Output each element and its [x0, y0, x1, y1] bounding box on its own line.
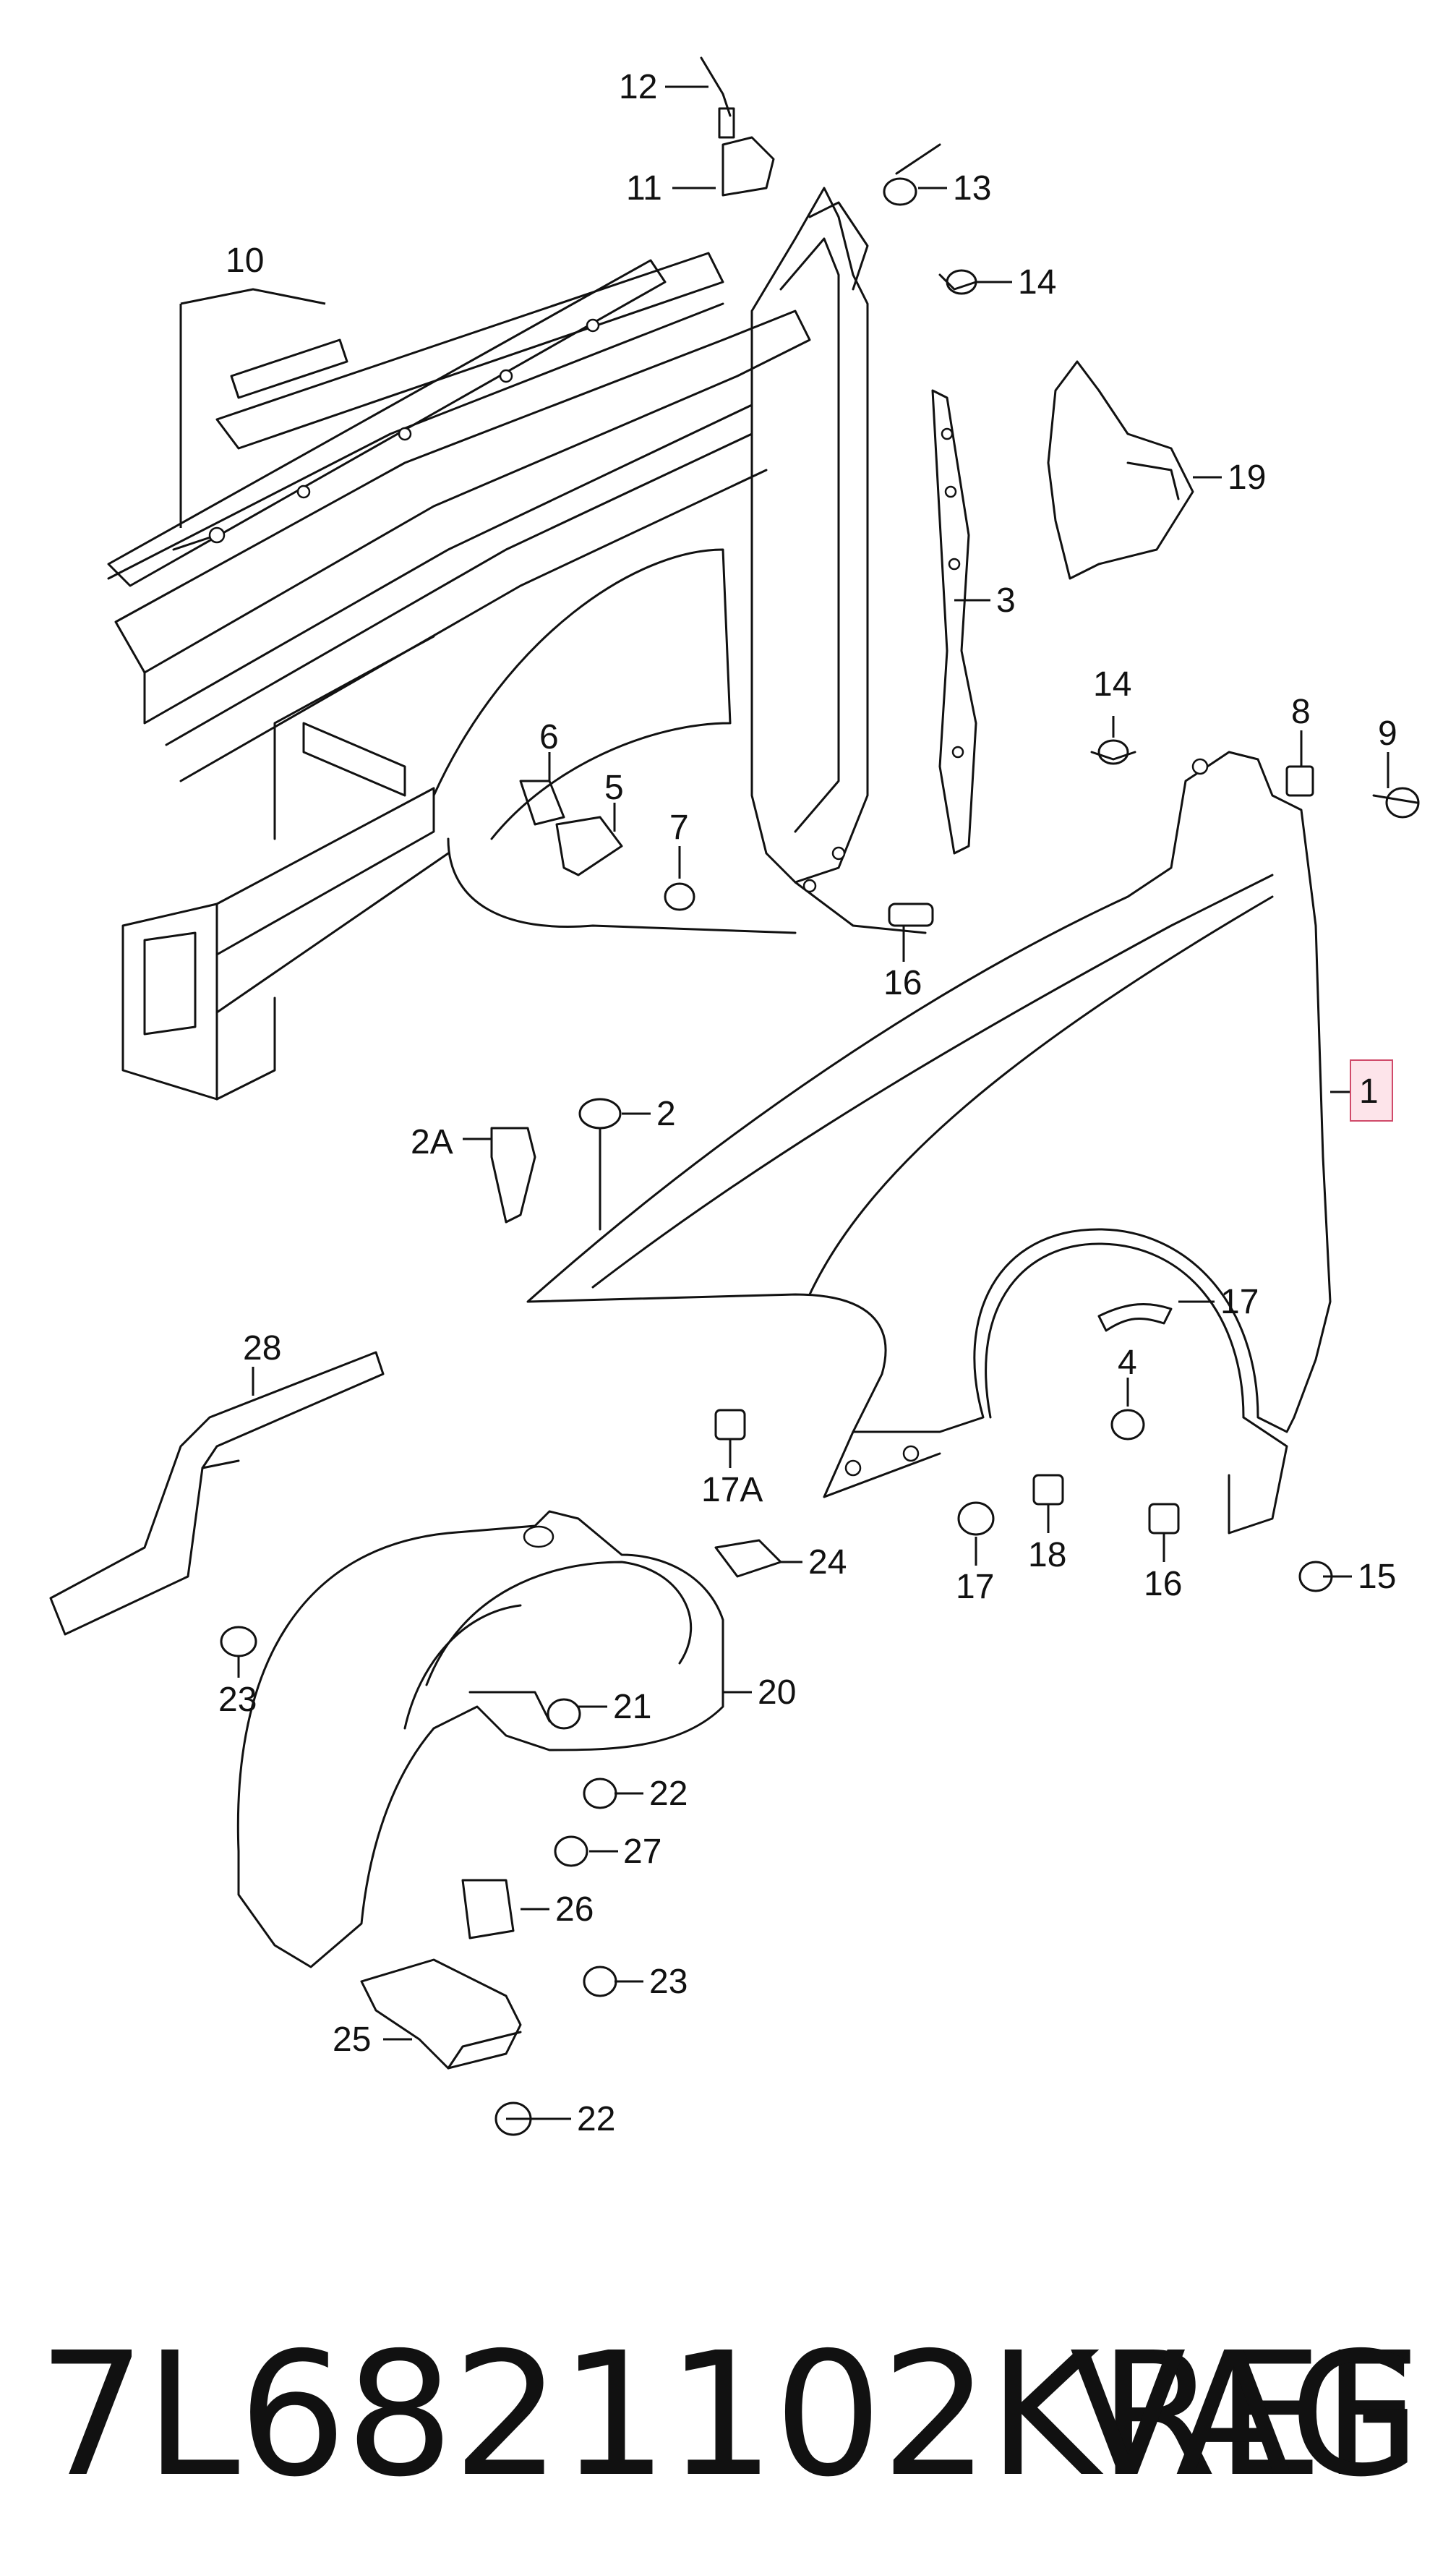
callout-17-upper[interactable]: 17	[1220, 1283, 1259, 1321]
callout-6[interactable]: 6	[539, 718, 559, 756]
callout-15[interactable]: 15	[1358, 1558, 1396, 1596]
callout-13[interactable]: 13	[953, 169, 991, 208]
callout-1-highlight	[1350, 1059, 1393, 1122]
callout-7[interactable]: 7	[669, 808, 689, 847]
callout-8[interactable]: 8	[1291, 693, 1311, 731]
callout-2[interactable]: 2	[656, 1095, 676, 1133]
upper-rail-assembly-10	[107, 252, 724, 587]
footer: 7L6821102KREF VAG	[0, 2307, 1456, 2524]
callout-24[interactable]: 24	[808, 1543, 847, 1582]
callout-labels: 1 2 2A 3 4 5 6 7 8 9 10 11 12 13 14 14 1…	[218, 68, 1397, 2138]
callout-1[interactable]: 1	[1359, 1072, 1379, 1111]
callout-16-upper[interactable]: 16	[883, 964, 922, 1002]
callout-28[interactable]: 28	[243, 1329, 281, 1367]
callout-11[interactable]: 11	[626, 169, 662, 208]
callout-14-upper[interactable]: 14	[1018, 263, 1056, 302]
callout-23-lower[interactable]: 23	[649, 1963, 688, 2001]
wheel-housing-liner-20	[236, 1510, 724, 1968]
callout-19[interactable]: 19	[1228, 458, 1266, 497]
callout-5[interactable]: 5	[604, 769, 624, 807]
callout-12[interactable]: 12	[619, 68, 657, 106]
fasteners	[220, 56, 1420, 2136]
inner-wheelhouse-structure	[107, 187, 927, 1101]
brand-name: VAG	[1069, 2316, 1421, 2514]
callout-17A[interactable]: 17A	[701, 1471, 763, 1509]
bracket-strip-3	[931, 389, 977, 855]
callout-27[interactable]: 27	[623, 1832, 661, 1871]
callout-10[interactable]: 10	[226, 242, 264, 280]
callout-20[interactable]: 20	[758, 1673, 796, 1712]
callout-25[interactable]: 25	[333, 2020, 371, 2059]
front-fender-1	[526, 751, 1332, 1535]
callout-18[interactable]: 18	[1028, 1536, 1066, 1574]
callout-9[interactable]: 9	[1378, 714, 1397, 753]
bracket-19	[1047, 360, 1194, 580]
callout-4[interactable]: 4	[1118, 1344, 1137, 1382]
callout-22-upper[interactable]: 22	[649, 1775, 688, 1813]
callout-2A[interactable]: 2A	[411, 1123, 453, 1161]
part-number: 7L6821102KREF	[38, 2316, 1420, 2514]
shield-25	[360, 1958, 522, 2070]
callout-21[interactable]: 21	[613, 1688, 651, 1726]
callout-3[interactable]: 3	[996, 581, 1016, 620]
callout-16-lower[interactable]: 16	[1144, 1565, 1182, 1603]
callout-26[interactable]: 26	[555, 1890, 594, 1929]
callout-22-lower[interactable]: 22	[577, 2100, 615, 2138]
leader-lines	[179, 85, 1389, 2120]
callout-23-upper[interactable]: 23	[218, 1681, 257, 1719]
callout-17-lower[interactable]: 17	[956, 1568, 994, 1606]
callout-14-right[interactable]: 14	[1093, 665, 1131, 704]
seal-28	[49, 1351, 385, 1636]
